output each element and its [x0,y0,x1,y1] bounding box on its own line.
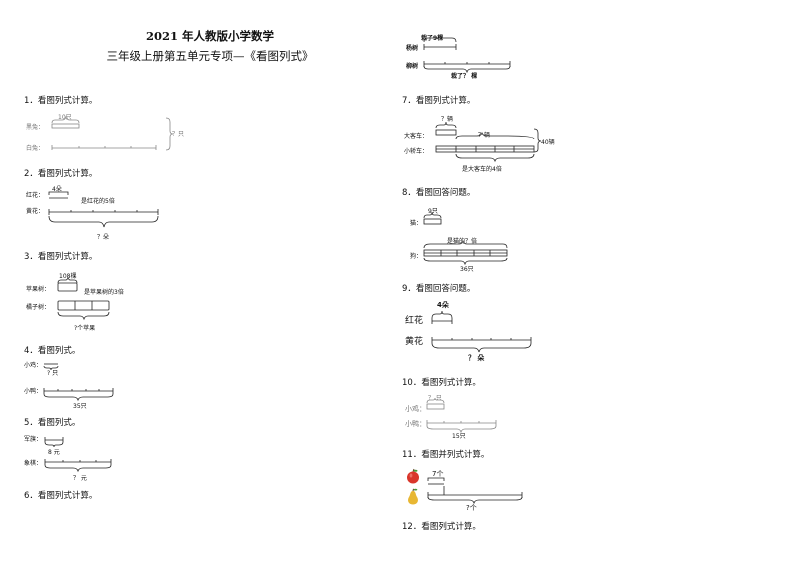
d9-graphic [431,310,532,353]
d3-label-b: 橘子树： [26,304,51,311]
d7-top-value: ？辆 [441,116,454,123]
question-11-prompt: 11．看图并列式计算。 [402,450,490,460]
d9-label-a: 红花 [405,316,424,326]
d2-total: ？朵 [97,234,110,241]
question-10-prompt: 10．看图列式计算。 [402,378,481,388]
question-1-prompt: 1．看图列式计算。 [24,96,98,106]
d10-label-a: 小鸡： [405,405,426,413]
d1-top-value: 10只 [58,114,72,121]
d9-top-value: 4朵 [437,301,449,309]
question-7-prompt: 7．看图列式计算。 [402,96,476,106]
d10-graphic [426,397,497,434]
d7-side-total: 40辆 [541,139,555,146]
d11-total: ?个 [466,504,477,512]
apple-icon [407,468,419,484]
question-4-prompt: 4．看图列式。 [24,346,81,356]
d10-total: 15只 [452,433,466,440]
d1-total: ？只 [172,131,185,138]
top-diagram-label-a: 杨树 [406,45,419,52]
d2-graphic [48,191,159,228]
d3-label-a: 苹果树： [26,286,51,293]
d11-graphic [427,477,523,505]
d8-relation: 是猫的？倍 [447,238,478,245]
worksheet-title-line2: 三年级上册第五单元专项—《看图列式》 [106,49,314,63]
d1-label-a: 黑兔： [26,124,45,131]
question-3-prompt: 3．看图列式计算。 [24,252,98,262]
d1-label-b: 白兔： [26,145,45,152]
d2-relation: 是红花的5倍 [81,198,115,205]
question-6-prompt: 6．看图列式计算。 [24,491,98,501]
d8-graphic [423,211,508,266]
d2-label-a: 红花： [26,192,45,199]
question-9-prompt: 9．看图回答问题。 [402,284,476,294]
question-12-prompt: 12．看图列式计算。 [402,522,481,532]
top-diagram-top-value: 栽了9棵 [421,35,444,42]
d7-label-b: 小轿车： [404,148,429,155]
d7-graphic [435,121,542,163]
d9-total: ？ 朵 [468,354,485,362]
d4-graphic [43,363,114,402]
d4-label-b: 小鸭： [24,388,43,395]
d3-graphic [57,277,110,321]
worksheet-title-line1: 2021 年人教版小学数学 [145,29,274,43]
d9-label-b: 黄花 [405,337,424,347]
d11-top-value: 7个 [432,470,444,478]
d5-label-b: 象棋： [24,460,43,467]
pear-icon [408,488,418,505]
question-2-prompt: 2．看图列式计算。 [24,169,98,179]
d5-total: ？ 元 [73,475,87,482]
d2-top-value: 4朵 [52,186,62,193]
d3-total: ?个苹果 [74,325,96,332]
d8-top-value: 9只 [428,208,438,215]
d3-top-value: 108棵 [59,273,77,280]
d3-relation: 是苹果树的3倍 [84,289,124,296]
d8-total: 36只 [460,266,474,273]
d2-label-b: 黄花： [26,208,45,215]
d5-graphic [44,437,112,473]
question-5-prompt: 5．看图列式。 [24,418,81,428]
d1-graphic [51,115,174,151]
question-8-prompt: 8．看图回答问题。 [402,188,476,198]
d7-relation: 是大客车的4倍 [462,166,502,173]
d4-top-value: ? 只 [47,370,59,377]
d8-label-b: 狗： [410,253,423,260]
d5-top-value: 8 元 [48,449,60,456]
top-diagram-label-b: 柳树 [406,63,419,70]
d5-label-a: 军旗： [24,436,43,443]
top-diagram-graphic [423,34,511,74]
d7-label-a: 大客车： [404,133,429,140]
d4-total: 35只 [73,403,87,410]
d8-label-a: 猫： [410,220,423,227]
d10-label-b: 小鸭： [405,420,426,428]
top-diagram-bottom-value: 栽了？ 棵 [451,73,478,80]
d4-label-a: 小鸡： [24,362,43,369]
